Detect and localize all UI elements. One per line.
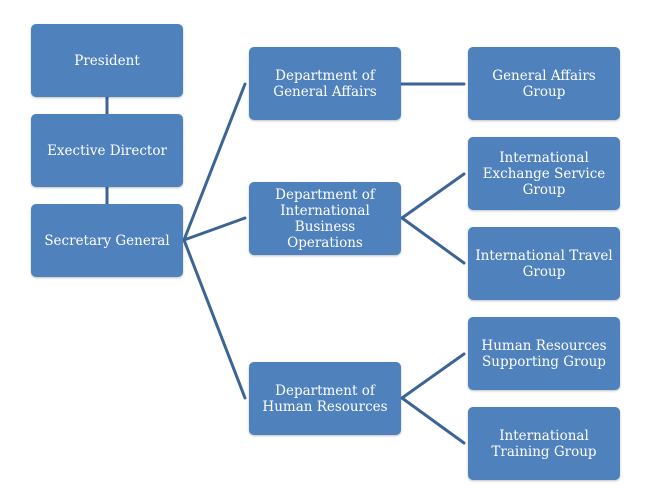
connector-dhr-hrsg bbox=[400, 352, 466, 400]
general-affairs-group-box: General Affairs Group bbox=[468, 47, 620, 120]
department-general-affairs-box: Department of General Affairs bbox=[249, 47, 401, 120]
connector-secretary-dibo bbox=[182, 216, 247, 242]
executive-director-box: Exective Director bbox=[31, 114, 183, 187]
international-training-group-box: International Training Group bbox=[468, 407, 620, 480]
president-box: President bbox=[31, 24, 183, 97]
connector-marker-lower bbox=[127, 206, 133, 217]
secretary-general-box: Secretary General bbox=[31, 204, 183, 277]
international-exchange-service-group-box: International Exchange Service Group bbox=[468, 137, 620, 210]
connector-dibo-iesg bbox=[400, 172, 466, 220]
human-resources-supporting-group-box: Human Resources Supporting Group bbox=[468, 317, 620, 390]
connector-secretary-dga bbox=[182, 82, 247, 242]
connector-secretary-dhr bbox=[182, 238, 247, 400]
connector-marker-upper bbox=[127, 125, 133, 136]
connector-dibo-itg bbox=[400, 216, 466, 265]
international-travel-group-box: International Travel Group bbox=[468, 227, 620, 300]
connector-dhr-itrg bbox=[400, 396, 466, 445]
department-international-business-box: Department of International Business Ope… bbox=[249, 182, 401, 255]
department-human-resources-box: Department of Human Resources bbox=[249, 362, 401, 435]
